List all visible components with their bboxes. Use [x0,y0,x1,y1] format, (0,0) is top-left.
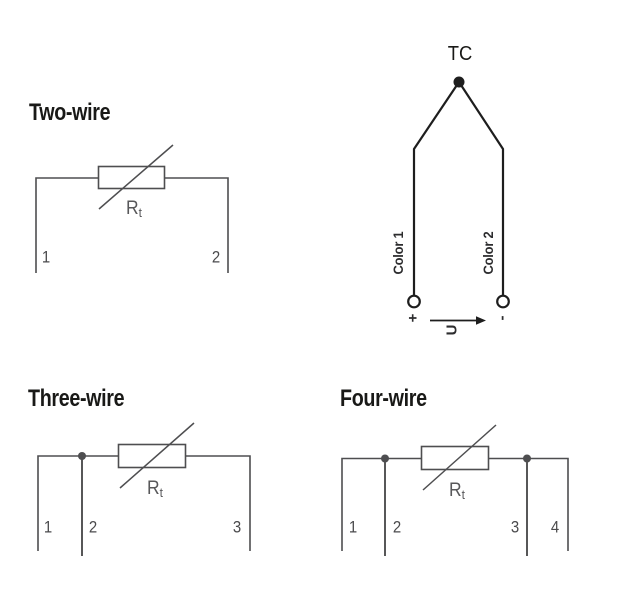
three-wire-resistor-box [117,443,187,469]
two-wire-terminal-2: 2 [211,247,221,267]
three-wire-title: Three-wire [28,385,125,412]
voltage-arrow-head [476,316,486,325]
two-wire-title: Two-wire [29,99,111,126]
four-wire-terminal-2: 2 [392,517,402,537]
four-wire-circuit [341,424,569,556]
two-wire-circuit [35,144,229,273]
four-wire-terminal-3: 3 [510,517,520,537]
four-wire-wires [341,457,569,551]
four-wire-resistor-box [420,445,490,471]
two-wire-resistor-diagonal [98,144,174,210]
tc-circuit [407,76,510,325]
four-wire-junction-dot-right [523,454,531,463]
resistor-symbol: R [126,198,139,219]
tc-terminal-minus [496,294,510,309]
resistor-symbol: R [449,480,462,501]
three-wire-terminal-1: 1 [43,517,53,537]
resistor-subscript: t [461,487,465,502]
three-wire-resistor-diagonal [119,422,195,489]
tc-minus-sign: - [493,315,511,321]
three-wire-wires [37,455,251,551]
four-wire-resistor-diagonal [422,424,497,491]
four-wire-terminal-4: 4 [550,517,560,537]
three-wire-junction-dot [78,452,86,460]
two-wire-terminal-1: 1 [41,247,51,267]
three-wire-terminal-2: 2 [88,517,98,537]
three-wire-circuit [37,422,251,556]
two-wire-resistor-label: Rt [126,199,142,219]
two-wire-wires [35,177,229,273]
three-wire-resistor-label: Rt [147,479,163,499]
four-wire-resistor-label: Rt [449,481,465,501]
tc-voltage-label: U [443,324,461,336]
tc-lead2-color-label: Color 2 [480,231,496,275]
two-wire-resistor-box [97,165,166,190]
tc-terminal-plus [407,294,421,309]
three-wire-terminal-3: 3 [232,517,242,537]
four-wire-terminal-1: 1 [348,517,358,537]
tc-junction-dot [453,76,465,88]
four-wire-junction-dot-left [381,454,389,463]
resistor-symbol: R [147,478,160,499]
resistor-subscript: t [159,485,163,500]
tc-lead1-color-label: Color 1 [390,231,406,275]
tc-title: TC [447,43,473,65]
four-wire-title: Four-wire [340,385,427,412]
resistor-subscript: t [138,205,142,220]
tc-plus-sign: + [404,313,422,323]
